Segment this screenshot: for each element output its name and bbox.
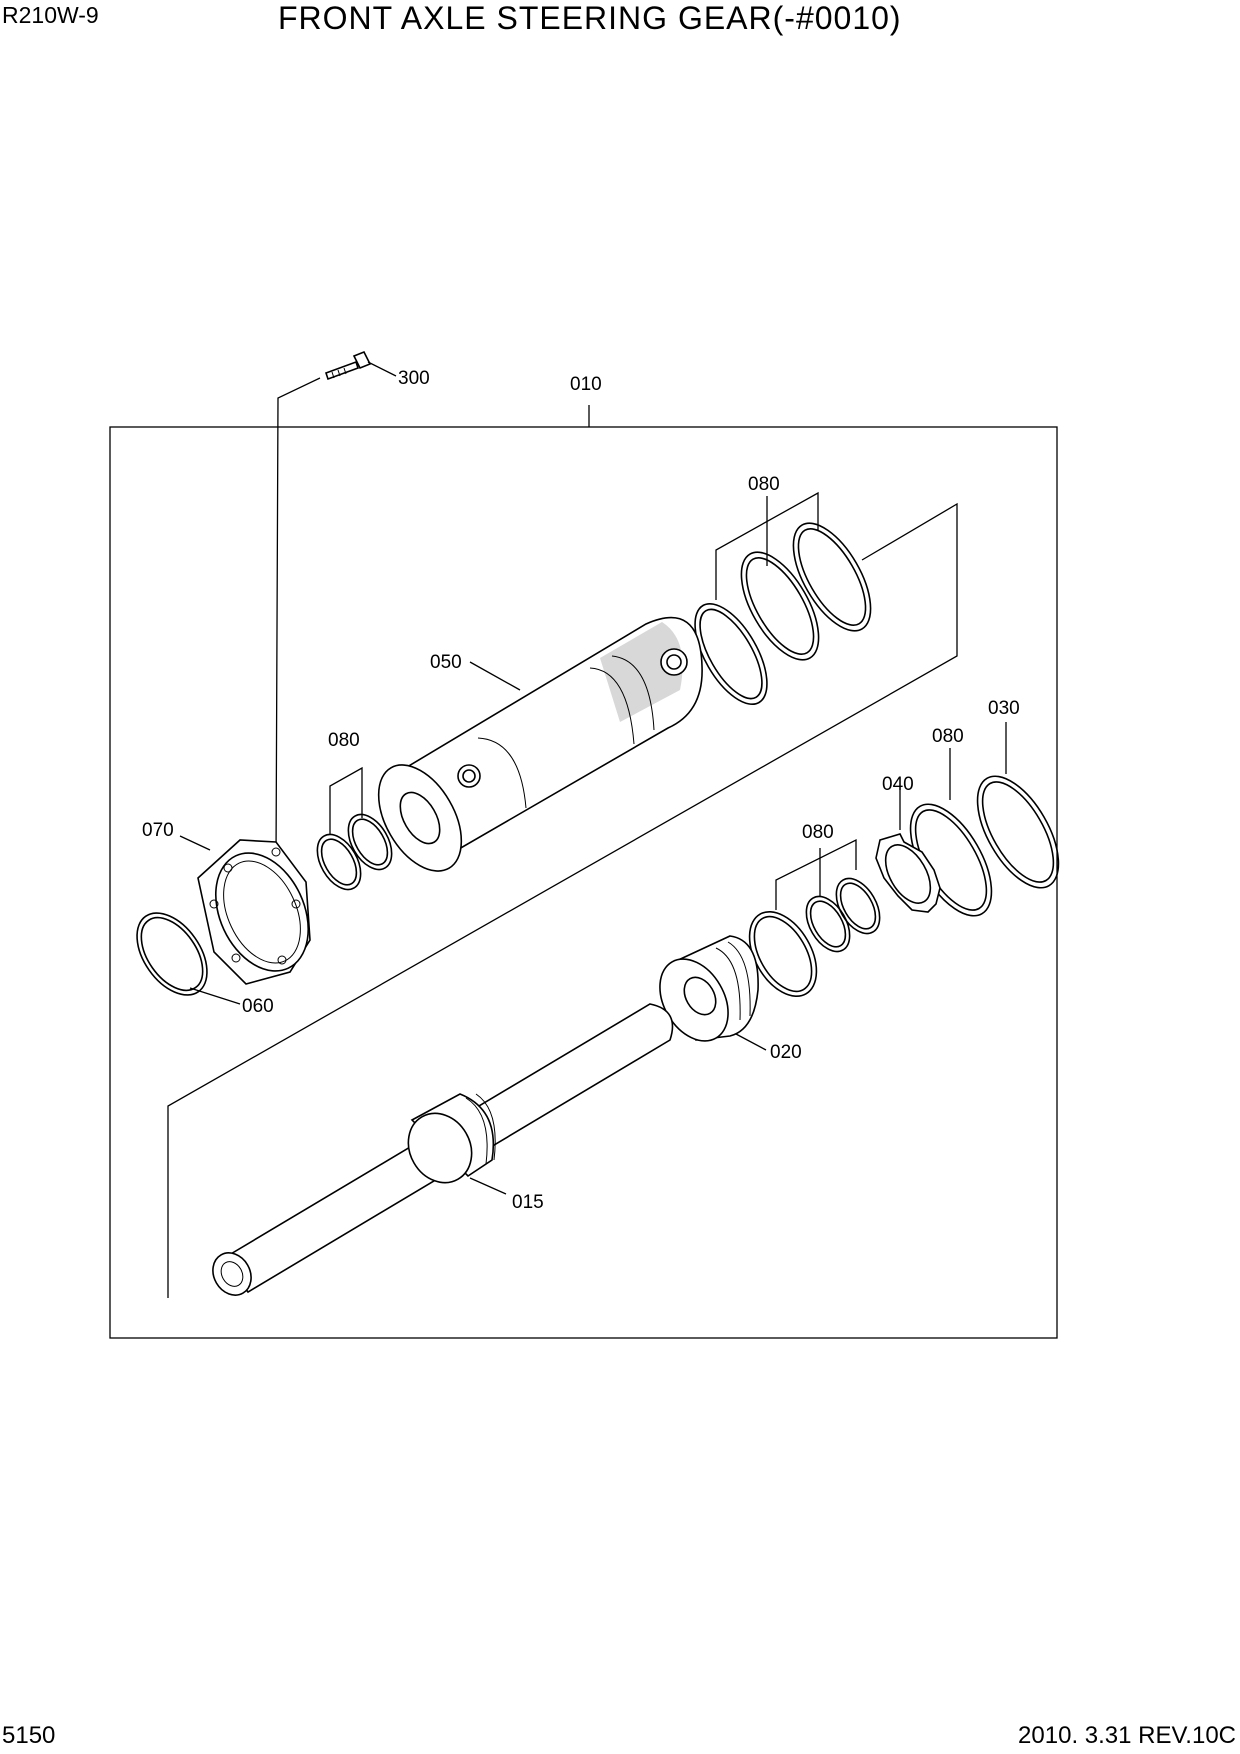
label-030: 030 (988, 698, 1020, 719)
assembly-frame (109, 426, 1058, 1339)
label-070: 070 (142, 820, 174, 841)
snap-ring-060[interactable] (123, 900, 222, 1007)
ring-030[interactable] (961, 763, 1075, 900)
label-080-mid: 080 (802, 822, 834, 843)
bolt-300[interactable] (324, 350, 372, 381)
model-code: R210W-9 (2, 2, 99, 28)
label-080-left: 080 (328, 730, 360, 751)
label-015: 015 (512, 1192, 544, 1213)
label-050: 050 (430, 652, 462, 673)
ring-080-top-2[interactable] (726, 540, 834, 672)
ring-080-mid-3[interactable] (827, 871, 888, 941)
gland-020[interactable] (646, 935, 759, 1053)
lock-washer-040[interactable] (875, 833, 941, 913)
piston-rod-015[interactable] (205, 1003, 674, 1302)
revision-date: 2010. 3.31 REV.10C (1018, 1722, 1236, 1749)
ring-080-left-1[interactable] (308, 827, 369, 897)
label-080-top: 080 (748, 474, 780, 495)
ring-080-top-3[interactable] (778, 511, 886, 643)
ring-080-mid-2[interactable] (797, 889, 858, 959)
label-060: 060 (242, 996, 274, 1017)
label-010: 010 (570, 374, 602, 395)
label-020: 020 (770, 1042, 802, 1063)
page-title: FRONT AXLE STEERING GEAR(-#0010) (278, 0, 902, 36)
cylinder-barrel-050[interactable] (362, 616, 703, 886)
page-number: 5150 (2, 1722, 56, 1749)
ring-080-left-2[interactable] (339, 807, 400, 877)
ring-080-mid-1[interactable] (736, 900, 830, 1008)
label-080-right: 080 (932, 726, 964, 747)
ring-080-top-1[interactable] (680, 593, 781, 716)
flange-070[interactable] (197, 838, 327, 986)
label-040: 040 (882, 774, 914, 795)
label-300: 300 (398, 368, 430, 389)
